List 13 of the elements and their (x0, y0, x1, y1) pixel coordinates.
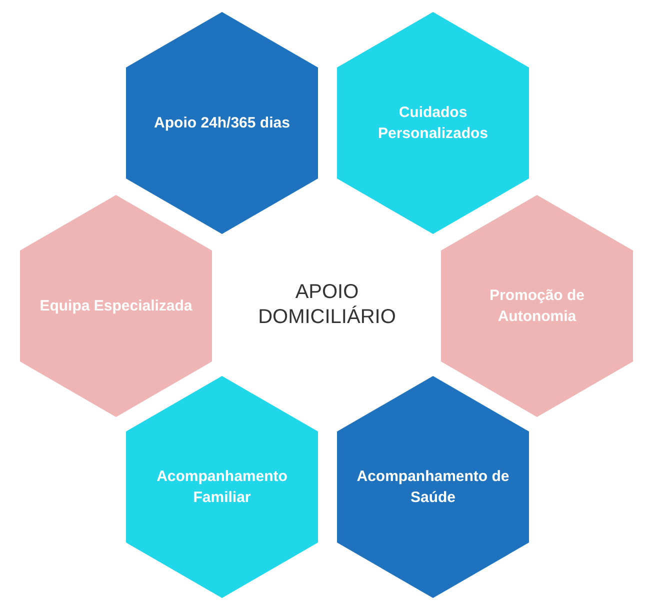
hexagon-label: Acompanhamento de Saúde (356, 467, 510, 508)
hexagon-label: Apoio 24h/365 dias (153, 114, 291, 134)
diagram-title: APOIO DOMICILIÁRIO (257, 280, 397, 330)
hexagon-tile (441, 195, 633, 417)
hexagon-tile (126, 12, 318, 234)
hexagon-tile (337, 376, 529, 598)
hexagon-label: Acompanhamento Familiar (156, 467, 288, 508)
hexagon-tile (126, 376, 318, 598)
hexagon-label: Cuidados Personalizados (376, 103, 490, 144)
hexagon-tile (337, 12, 529, 234)
hexagon-label: Promoção de Autonomia (488, 286, 586, 327)
hexagon-label: Equipa Especializada (38, 296, 194, 316)
hexagon-tile (20, 195, 212, 417)
